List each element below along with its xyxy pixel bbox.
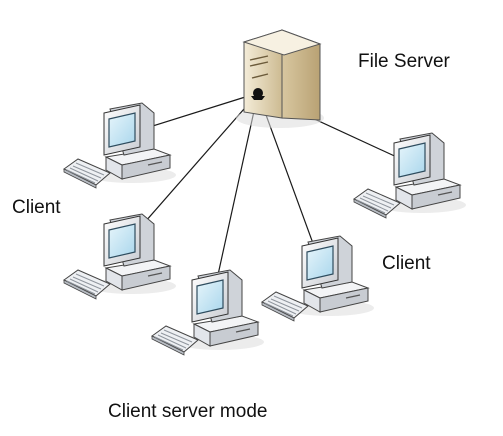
client-label: Client — [382, 253, 431, 274]
client-computer-icon — [353, 132, 467, 219]
connection-line — [211, 92, 259, 303]
client-label: Client — [12, 197, 61, 218]
file-server-label: File Server — [358, 51, 450, 72]
client-computer-icon — [63, 102, 177, 189]
diagram-caption: Client server mode — [108, 401, 268, 422]
client-computer-icon — [63, 213, 177, 300]
file-server-icon — [236, 29, 324, 128]
client-computer-icon — [261, 235, 375, 322]
